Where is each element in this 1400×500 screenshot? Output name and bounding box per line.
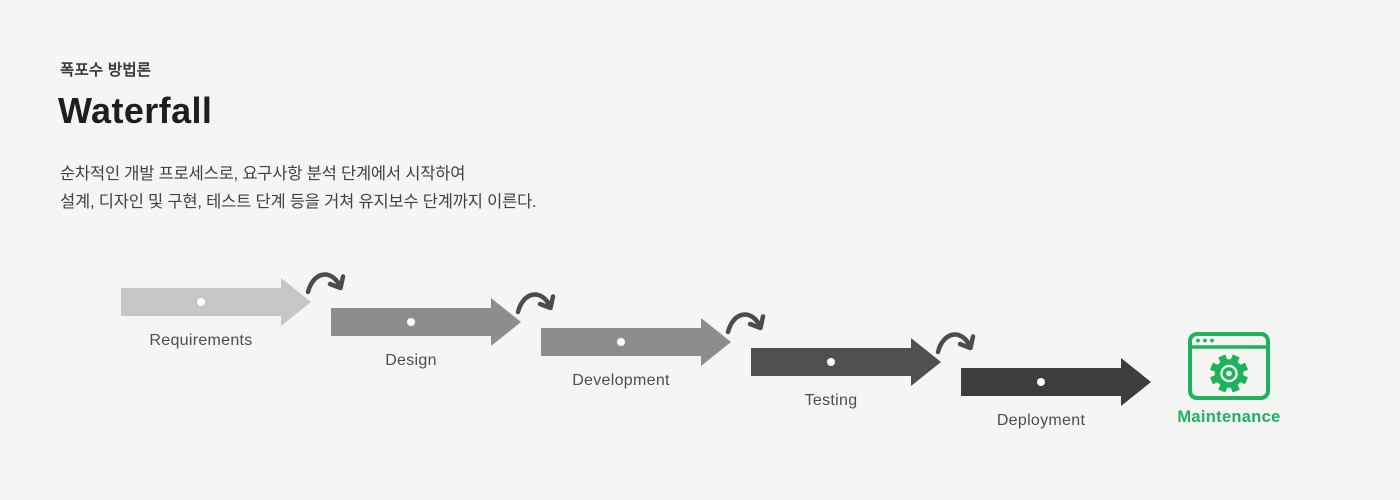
stage-arrow-icon [121,278,311,326]
curved-connector-icon [515,292,556,315]
page-title: Waterfall [58,90,213,131]
stage-arrow-icon [961,358,1151,406]
stage-dot [617,338,625,346]
stage-testing: Testing [751,338,941,409]
stage-requirements: Requirements [121,278,311,349]
stage-label: Deployment [996,412,1086,429]
stage-dot [827,358,835,366]
stage-arrow-icon [331,298,521,346]
curved-connector-icon [935,332,976,355]
stage-label: Design [385,352,437,369]
eyebrow-label: 폭포수 방법론 [60,62,152,79]
stage-development: Development [541,318,731,389]
stage-dot [197,298,205,306]
stage-design: Design [331,298,521,369]
stage-dot [1037,378,1045,386]
curved-connector-icon [725,312,766,335]
description-line-1: 순차적인 개발 프로세스로, 요구사항 분석 단계에서 시작하여 [60,165,466,183]
stage-arrow-icon [541,318,731,366]
stage-arrow-icon [751,338,941,386]
stage-label: Maintenance [1177,408,1281,426]
browser-dots-icon [1196,338,1214,343]
curved-connector-icon [305,272,346,295]
stage-deployment: Deployment [961,358,1151,429]
gear-icon [1210,354,1248,393]
description: 순차적인 개발 프로세스로, 요구사항 분석 단계에서 시작하여 설계, 디자인… [60,160,537,216]
stage-label: Development [572,372,670,389]
stage-maintenance: Maintenance [1177,332,1280,426]
browser-gear-icon [1188,332,1270,400]
stage-dot [407,318,415,326]
stage-label: Requirements [149,332,253,349]
description-line-2: 설계, 디자인 및 구현, 테스트 단계 등을 거쳐 유지보수 단계까지 이른다… [60,193,537,211]
stage-label: Testing [804,392,858,409]
